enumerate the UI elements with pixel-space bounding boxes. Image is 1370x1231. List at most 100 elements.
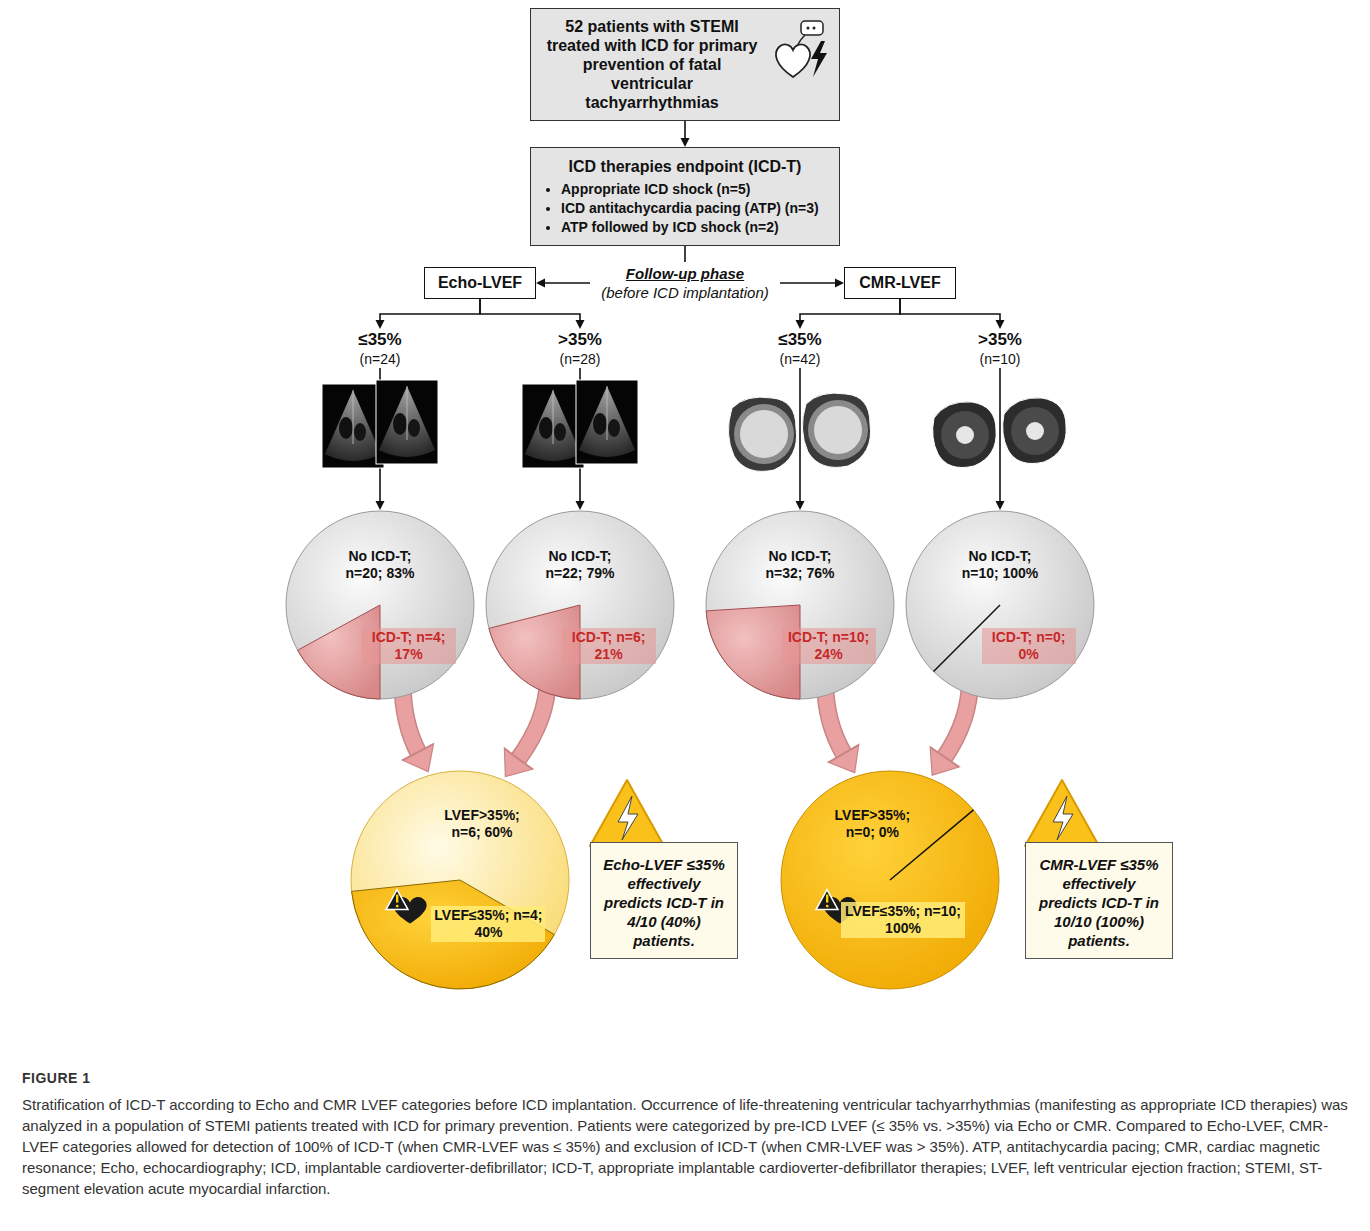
callout-box: CMR-LVEF ≤35% effectively predicts ICD-T… (1025, 842, 1173, 959)
warning-triangle (816, 890, 838, 910)
callout-text: CMR-LVEF ≤35% effectively predicts ICD-T… (1034, 855, 1164, 950)
arrow-head (835, 279, 844, 288)
warning-icon (590, 780, 664, 846)
device-dot (807, 27, 810, 30)
echo-image (322, 380, 438, 468)
arrow-head (796, 320, 805, 329)
count-text: (n=10) (958, 350, 1042, 368)
connector-line (780, 282, 837, 284)
pie-disc (486, 511, 674, 699)
connector (401, 683, 435, 773)
endpoint-box: ICD therapies endpoint (ICD-T)Appropriat… (530, 147, 840, 246)
device-dot (813, 27, 816, 30)
pie-slice (352, 880, 555, 989)
arrow-head (930, 745, 961, 776)
bullet-item: Appropriate ICD shock (n=5) (561, 180, 827, 199)
threshold-text: ≤35% (338, 329, 422, 350)
pie-label: ICD-T; n=6; 21% (562, 628, 656, 664)
callout-box: Echo-LVEF ≤35% effectively predicts ICD-… (590, 842, 738, 959)
pie-disc (351, 771, 569, 989)
branch-label: ≤35%(n=42) (758, 329, 842, 368)
phase-note: (before ICD implantation) (594, 283, 776, 302)
summary-pie: LVEF>35%; n=0; 0% LVEF≤35%; n=10; 100% (780, 770, 1000, 990)
arrow-head (996, 320, 1005, 329)
bullet-item: ICD antitachycardia pacing (ATP) (n=3) (561, 199, 827, 218)
callout-text: Echo-LVEF ≤35% effectively predicts ICD-… (599, 855, 729, 950)
pie-label: No ICD-T; n=20; 83% (330, 548, 430, 582)
pie-label: ICD-T; n=0; 0% (982, 628, 1076, 664)
connector-line (684, 121, 686, 140)
method-box: CMR-LVEF (844, 267, 956, 299)
arrow-head (404, 746, 432, 771)
pie-label: No ICD-T; n=10; 100% (950, 548, 1050, 582)
count-text: (n=42) (758, 350, 842, 368)
heart-warning-icon (386, 890, 427, 924)
figure-caption: Stratification of ICD-T according to Ech… (22, 1094, 1348, 1199)
arrow-head (576, 320, 585, 329)
pie-label: LVEF>35%; n=0; 0% (822, 807, 922, 841)
connector (825, 682, 859, 774)
arrow-head (401, 742, 435, 772)
connector-line (684, 246, 686, 262)
connector (930, 680, 970, 776)
arrow-head (536, 279, 545, 288)
pie-label: ICD-T; n=4; 17% (362, 628, 456, 664)
arrow-head (796, 501, 805, 510)
connector (796, 299, 901, 329)
arrow-head (505, 750, 531, 776)
pie-label: ICD-T; n=10; 24% (782, 628, 876, 664)
count-text: (n=24) (338, 350, 422, 368)
arrow-head (830, 746, 858, 771)
connector (681, 121, 690, 147)
heart-outline (776, 44, 810, 77)
connector (504, 679, 548, 777)
pie-disc (781, 771, 999, 989)
icd-heart-icon (771, 19, 831, 83)
outcome-pie: No ICD-T; n=10; 100% ICD-T; n=0; 0% (905, 510, 1095, 700)
outcome-pie: No ICD-T; n=20; 83% ICD-T; n=4; 17% (285, 510, 475, 700)
pie-shape (350, 770, 570, 990)
connector-line (799, 368, 801, 503)
pie-label: No ICD-T; n=32; 76% (750, 548, 850, 582)
pie-disc (706, 511, 894, 699)
outcome-pie: No ICD-T; n=32; 76% ICD-T; n=10; 24% (705, 510, 895, 700)
connector-line (800, 299, 900, 322)
bullet-item: ATP followed by ICD shock (n=2) (561, 218, 827, 237)
connector (780, 279, 844, 288)
branch-label: >35%(n=10) (958, 329, 1042, 368)
arrow-head (681, 138, 690, 147)
pie-label: LVEF≤35%; n=10; 100% (841, 902, 965, 938)
branch-label: ≤35%(n=24) (338, 329, 422, 368)
echo-image (522, 380, 638, 468)
warning-icon (1025, 780, 1099, 846)
arrow-head (827, 743, 860, 773)
lightning-bolt (811, 41, 827, 77)
arrow-head (996, 501, 1005, 510)
method-text: Echo-LVEF (431, 274, 529, 292)
pie-label: LVEF>35%; n=6; 60% (432, 807, 532, 841)
exclamation-bar (826, 895, 828, 903)
threshold-text: ≤35% (758, 329, 842, 350)
connector-line (543, 282, 590, 284)
connector-line (380, 299, 480, 322)
connector (900, 299, 1005, 329)
pie-disc (286, 511, 474, 699)
count-text: (n=28) (538, 350, 622, 368)
phase-label: Follow-up phase(before ICD implantation) (590, 262, 780, 304)
connector (480, 299, 585, 329)
connector (685, 246, 686, 262)
pie-disc (906, 511, 1094, 699)
pie-label: LVEF≤35%; n=4; 40% (431, 906, 545, 942)
connector (996, 368, 1005, 510)
connector-line (480, 299, 580, 322)
threshold-text: >35% (958, 329, 1042, 350)
start-box: 52 patients with STEMI treated with ICD … (530, 8, 840, 121)
connector-line (900, 299, 1000, 322)
arrow-head (576, 501, 585, 510)
branch-label: >35%(n=28) (538, 329, 622, 368)
cmr-image (933, 398, 1066, 468)
pie-shape (485, 510, 675, 700)
connector-line (999, 368, 1001, 503)
arrow-head (376, 501, 385, 510)
method-box: Echo-LVEF (424, 267, 536, 299)
